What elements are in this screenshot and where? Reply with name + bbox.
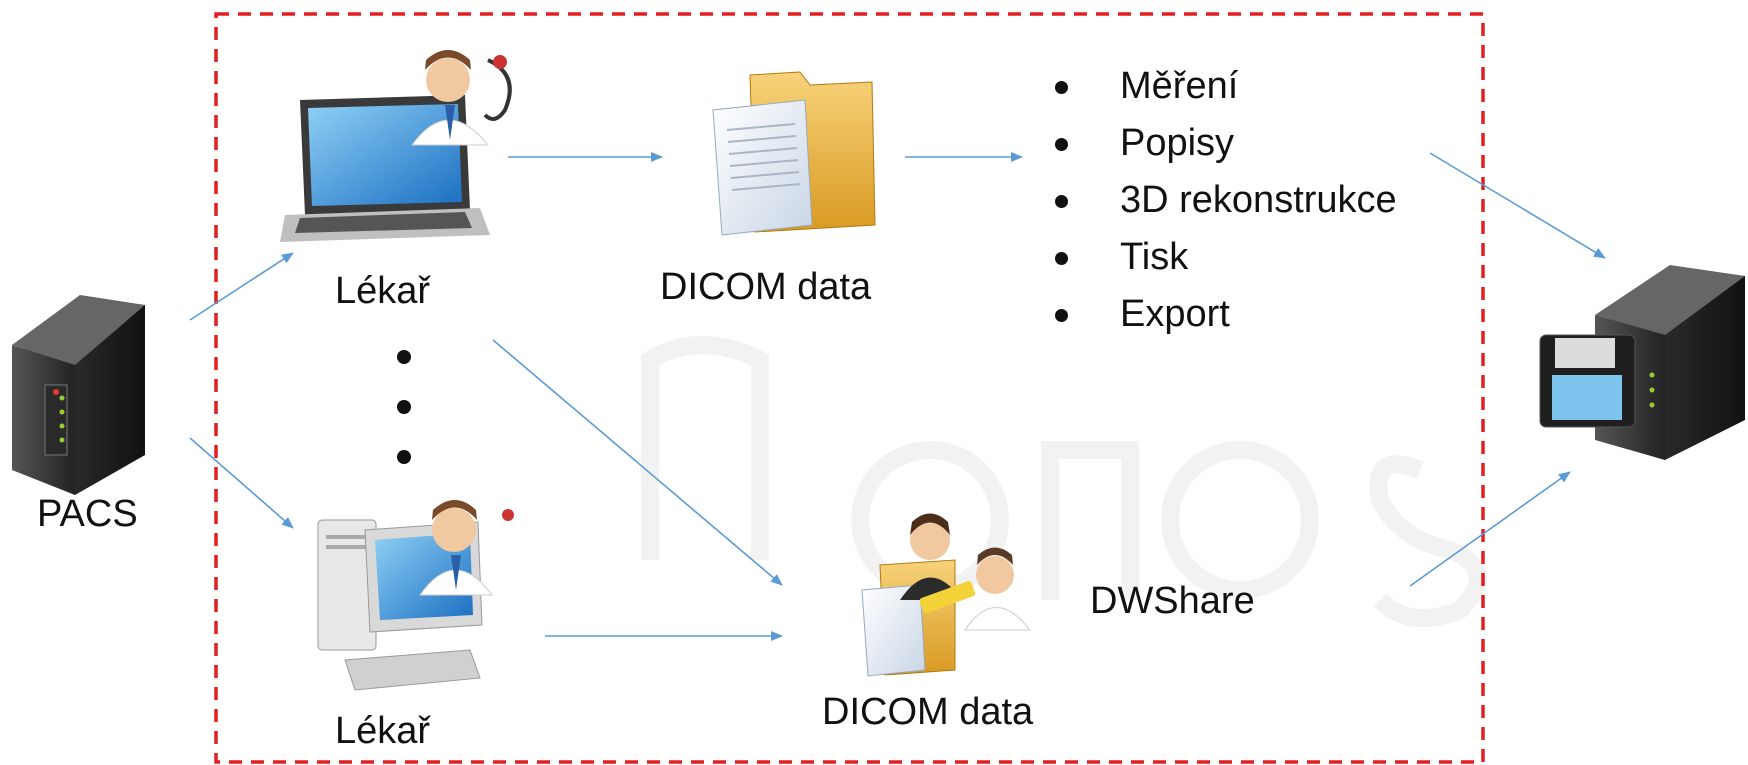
arrow-dwshare-to-storage — [1409, 471, 1571, 587]
feature-item: Měření — [1055, 58, 1397, 115]
shared-dicom-folder-icon — [861, 513, 1032, 677]
ellipsis-dot — [397, 400, 411, 414]
dicom-folder-icon — [712, 71, 876, 236]
feature-item: Export — [1055, 286, 1397, 343]
feature-item: Tisk — [1055, 229, 1397, 286]
connector-arrows — [189, 152, 1606, 641]
dicom-top-label: DICOM data — [660, 266, 872, 308]
pacs-label: PACS — [37, 493, 138, 535]
arrow-pacs-to-doctor-bottom — [189, 437, 294, 529]
server-icon — [12, 295, 145, 495]
dwshare-label: DWShare — [1090, 580, 1255, 622]
system-boundary — [214, 12, 1485, 764]
ellipsis-dot — [397, 350, 411, 364]
feature-item: Popisy — [1055, 115, 1397, 172]
doctor-desktop-icon — [317, 500, 514, 691]
doctor-laptop-icon — [280, 50, 512, 242]
feature-item: 3D rekonstrukce — [1055, 172, 1397, 229]
arrow-features-to-storage — [1429, 152, 1606, 259]
ellipsis-dot — [397, 450, 411, 464]
watermark — [641, 336, 1487, 627]
arrow-doctor-top-to-dwshare — [492, 339, 783, 586]
arrow-pacs-to-doctor-top — [189, 252, 294, 321]
feature-list: Měření Popisy 3D rekonstrukce Tisk Expor… — [1055, 58, 1397, 343]
storage-server-icon — [1539, 265, 1745, 460]
dicom-bottom-label: DICOM data — [822, 691, 1034, 733]
doctor-bottom-label: Lékař — [335, 710, 431, 752]
doctor-top-label: Lékař — [335, 270, 431, 312]
